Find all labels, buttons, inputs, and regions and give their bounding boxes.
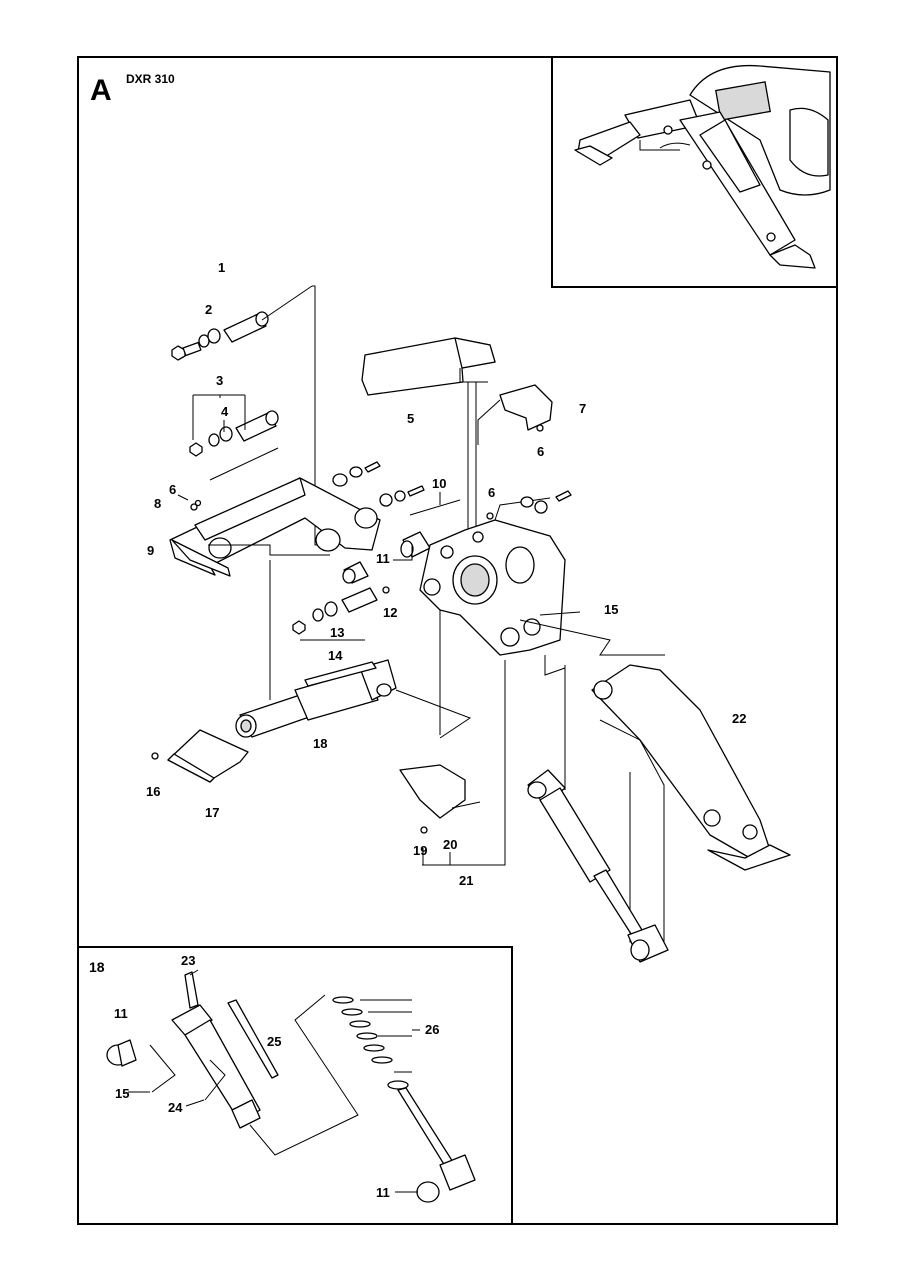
callout-19: 19 <box>413 843 427 858</box>
callout-13: 13 <box>330 625 344 640</box>
detail-callout-25: 25 <box>267 1034 281 1049</box>
detail-18-illustration <box>106 971 476 1203</box>
detail-callout-11-top: 11 <box>114 1006 128 1021</box>
outrigger-leg-22 <box>591 664 791 943</box>
support-arm <box>169 477 381 577</box>
detail-18-title: 18 <box>89 959 105 975</box>
callout-11: 11 <box>376 551 390 566</box>
callout-6-plate: 6 <box>488 485 495 500</box>
callout-17: 17 <box>205 805 219 820</box>
main-exploded-view <box>151 285 791 963</box>
bracket-7 <box>477 384 553 445</box>
top-cover <box>361 337 496 545</box>
detail-callout-24: 24 <box>168 1100 183 1115</box>
detail-callout-26: 26 <box>425 1022 439 1037</box>
callout-21: 21 <box>459 873 473 888</box>
hydraulic-cylinder-18 <box>235 560 472 739</box>
callout-18: 18 <box>313 736 327 751</box>
callout-6-bracket: 6 <box>537 444 544 459</box>
detail-callout-15: 15 <box>115 1086 129 1101</box>
callout-1: 1 <box>218 260 225 275</box>
callout-14: 14 <box>328 648 343 663</box>
detail-callout-11-bottom: 11 <box>376 1185 390 1200</box>
callout-5: 5 <box>407 411 414 426</box>
callout-labels: 1 2 3 4 5 7 6 6 6 8 9 10 11 12 13 14 15 … <box>89 260 746 1200</box>
overview-illustration <box>574 64 831 269</box>
callout-12: 12 <box>383 605 397 620</box>
foot-pad-17 <box>151 729 249 783</box>
overview-inset-frame <box>551 56 838 288</box>
pin-assembly-lower <box>189 410 279 481</box>
bushings-11 <box>342 531 431 584</box>
cover-plate-20 <box>399 764 481 834</box>
callout-8: 8 <box>154 496 161 511</box>
detail-18-frame <box>78 946 513 1224</box>
callout-9: 9 <box>147 543 154 558</box>
callout-20: 20 <box>443 837 457 852</box>
callout-7: 7 <box>579 401 586 416</box>
callout-10: 10 <box>432 476 446 491</box>
label-leaders <box>128 394 451 1193</box>
arm-bolts <box>190 461 461 516</box>
center-frame-plate <box>419 490 665 676</box>
callout-2: 2 <box>205 302 212 317</box>
callout-16: 16 <box>146 784 160 799</box>
pin-assembly-13 <box>292 586 390 641</box>
page-frame <box>77 56 838 1225</box>
model-name: DXR 310 <box>126 72 175 86</box>
detail-callout-23: 23 <box>181 953 195 968</box>
callout-22: 22 <box>732 711 746 726</box>
pin-assembly-upper <box>171 285 313 361</box>
section-letter: A <box>90 74 112 107</box>
callout-6-arm: 6 <box>169 482 176 497</box>
callout-3: 3 <box>216 373 223 388</box>
lower-cylinder <box>527 665 669 963</box>
callout-4: 4 <box>221 404 229 419</box>
callout-15: 15 <box>604 602 618 617</box>
